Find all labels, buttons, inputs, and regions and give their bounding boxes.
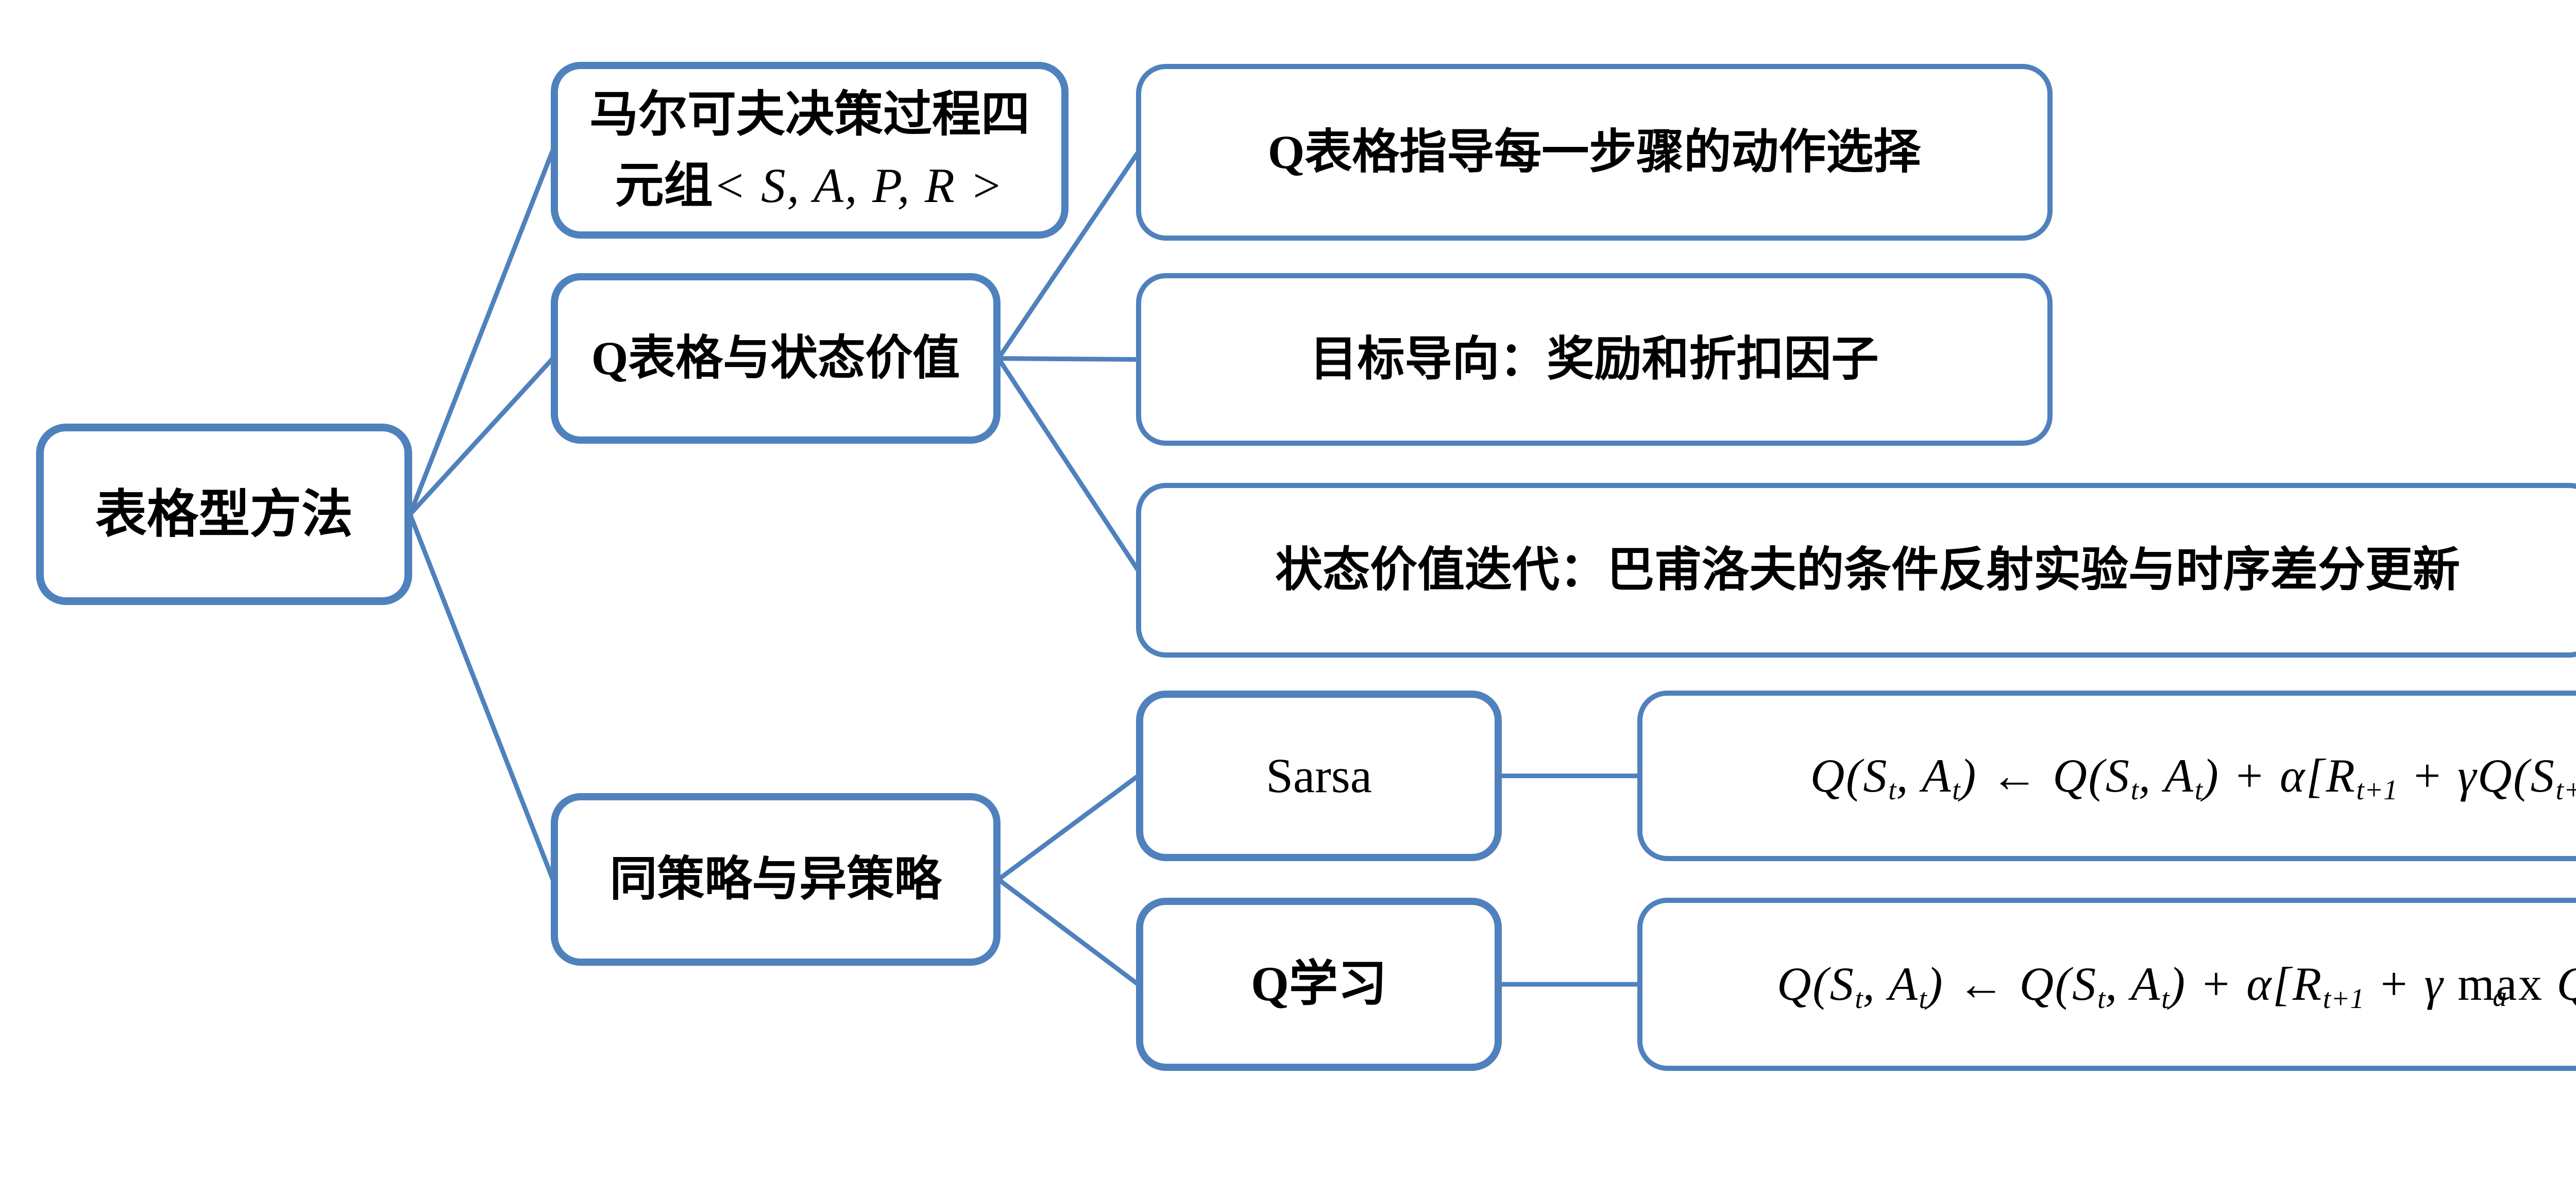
sarsa-formula-text: Q(St, At) ← Q(St, At) + α[Rt+1 + γQ(St+1… bbox=[1810, 749, 2576, 806]
node-state-value-iteration: 状态价值迭代：巴甫洛夫的条件反射实验与时序差分更新 bbox=[1136, 483, 2576, 658]
connector-line bbox=[996, 357, 1140, 572]
node-policy-label: 同策略与异策略 bbox=[609, 852, 942, 905]
node-qlearn-label: Q学习 bbox=[1251, 956, 1387, 1012]
node-goal-label: 目标导向：奖励和折扣因子 bbox=[1310, 332, 1879, 385]
node-guide-label: Q表格指导每一步骤的动作选择 bbox=[1267, 125, 1921, 178]
node-mdp-text: 马尔可夫决策过程四元组 bbox=[589, 87, 1030, 213]
node-root-tabular-methods: 表格型方法 bbox=[36, 424, 412, 605]
node-goal-oriented: 目标导向：奖励和折扣因子 bbox=[1136, 273, 2053, 446]
node-q-learning: Q学习 bbox=[1136, 898, 1502, 1071]
node-mdp-math: < S, A, P, R > bbox=[713, 158, 1005, 213]
node-qtable-guides-actions: Q表格指导每一步骤的动作选择 bbox=[1136, 64, 2053, 241]
connector-line bbox=[408, 357, 555, 516]
connector-line bbox=[408, 149, 555, 515]
max-operator-subscript: a bbox=[2493, 981, 2509, 1013]
node-sarsa-update-formula: Q(St, At) ← Q(St, At) + α[Rt+1 + γQ(St+1… bbox=[1637, 691, 2576, 861]
node-sarsa: Sarsa bbox=[1136, 691, 1502, 861]
node-sarsa-label: Sarsa bbox=[1266, 748, 1372, 803]
node-on-off-policy: 同策略与异策略 bbox=[551, 793, 1001, 966]
connector-line bbox=[998, 356, 1139, 362]
node-mdp-tuple: 马尔可夫决策过程四元组< S, A, P, R > bbox=[551, 62, 1069, 239]
node-mdp-label: 马尔可夫决策过程四元组< S, A, P, R > bbox=[571, 79, 1048, 222]
node-valueiter-label: 状态价值迭代：巴甫洛夫的条件反射实验与时序差分更新 bbox=[1275, 543, 2460, 596]
connector-line bbox=[408, 513, 555, 881]
node-qtable-label: Q表格与状态价值 bbox=[591, 331, 960, 384]
connector-line bbox=[997, 877, 1140, 986]
connector-line bbox=[997, 774, 1140, 882]
node-root-label: 表格型方法 bbox=[95, 485, 353, 543]
node-qtable-state-value: Q表格与状态价值 bbox=[551, 273, 1001, 444]
